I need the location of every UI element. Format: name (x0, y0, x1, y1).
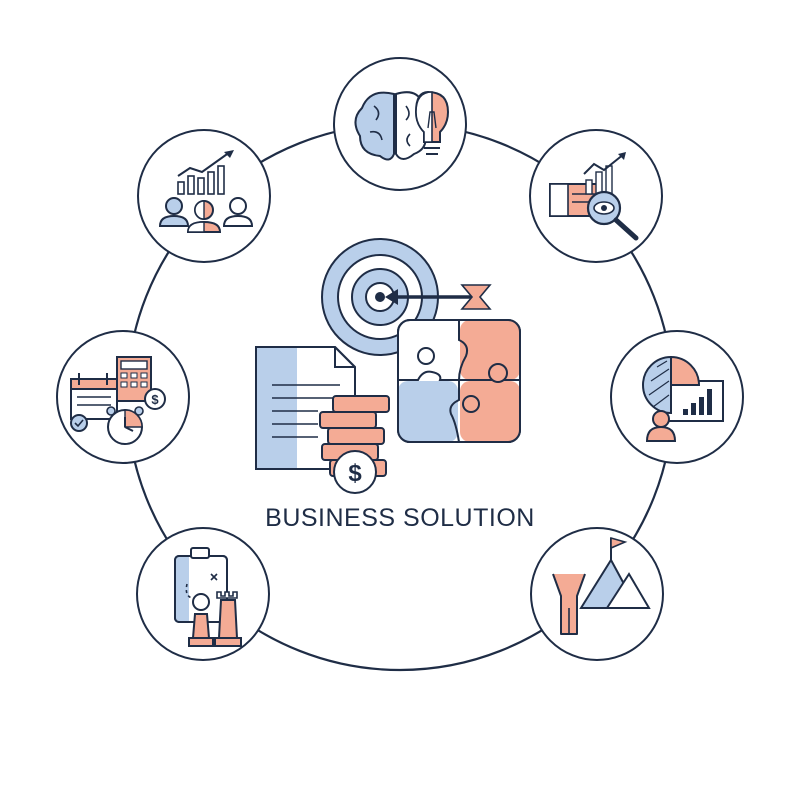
svg-text:$: $ (151, 392, 159, 407)
goal-mountain-flag-icon (552, 536, 651, 635)
node-schedule-budget: $ (56, 330, 190, 464)
chess-strategy-icon (174, 547, 242, 647)
team-growth-icon (158, 150, 254, 233)
node-brain-lightbulb (333, 57, 467, 191)
node-goal-mountain (530, 527, 664, 661)
node-presentation (610, 330, 744, 464)
svg-text:$: $ (348, 460, 362, 487)
node-chess-strategy (136, 527, 270, 661)
growth-report-search-icon (549, 152, 639, 241)
node-team-growth (137, 129, 271, 263)
brain-lightbulb-icon (354, 90, 450, 161)
target-arrow-icon (321, 238, 492, 356)
diagram-title: BUSINESS SOLUTION (265, 504, 535, 532)
schedule-budget-icon: $ (70, 356, 166, 445)
node-growth-report (529, 129, 663, 263)
puzzle-icon (397, 319, 521, 443)
presentation-chart-icon (642, 355, 724, 442)
document-coins-icon: $ (255, 346, 390, 494)
